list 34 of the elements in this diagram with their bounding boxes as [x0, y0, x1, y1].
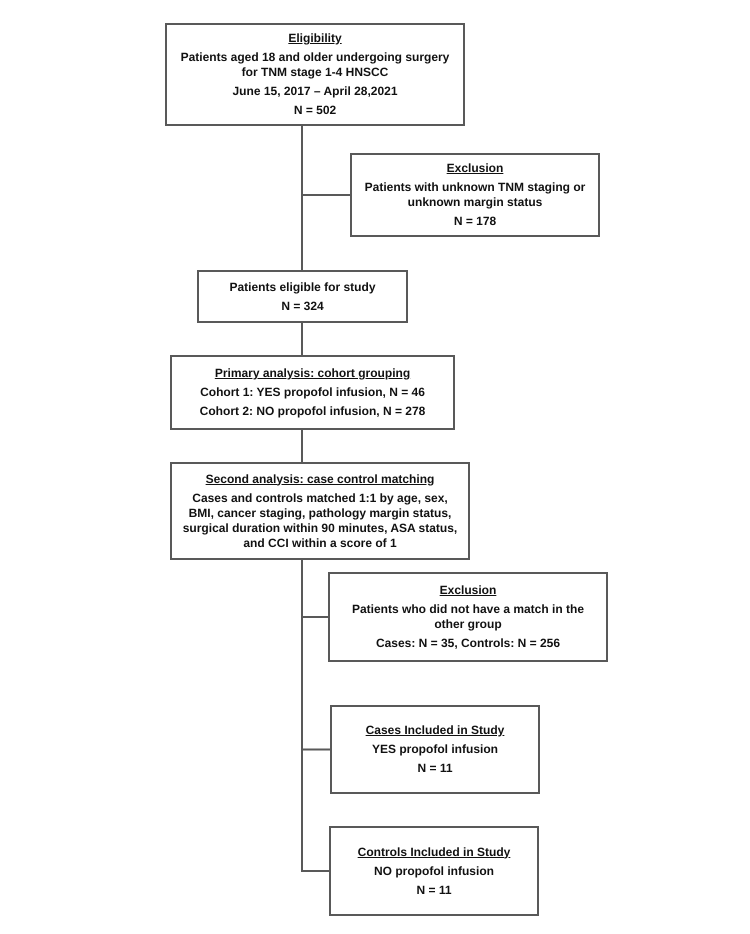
- box-text: Cohort 2: NO propofol infusion, N = 278: [200, 404, 426, 419]
- process-box: [165, 23, 465, 126]
- connector-line: [301, 430, 303, 462]
- box-text: N = 11: [417, 761, 453, 776]
- process-box: [328, 572, 608, 662]
- box-text: Cohort 1: YES propofol infusion, N = 46: [200, 385, 425, 400]
- box-heading: Controls Included in Study: [358, 844, 510, 860]
- process-box: [330, 705, 540, 794]
- box-heading: Cases Included in Study: [366, 723, 504, 738]
- box-text: N = 502: [294, 103, 336, 118]
- process-box: [350, 153, 600, 237]
- connector-line: [301, 560, 329, 872]
- process-box: [170, 355, 455, 430]
- connector-line: [301, 323, 303, 355]
- box-heading: Exclusion: [440, 583, 496, 598]
- box-heading: Primary analysis: cohort grouping: [214, 366, 410, 381]
- box-text: Cases and controls matched 1:1 by age, sex, BMI, cancer staging, pathology margin status, surgical duration within 90 minutes, ASA status, and CCI within a score of 1: [182, 490, 458, 550]
- box-text: Patients with unknown TNM staging or unknown margin status: [364, 180, 586, 210]
- box-text: Patients eligible for study: [229, 280, 376, 294]
- box-text: NO propofol infusion: [374, 864, 494, 878]
- box-text: Patients aged 18 and older undergoing surgery for TNM stage 1-4 HNSCC: [180, 50, 450, 80]
- box-text: Patients who did not have a match in the other group: [350, 602, 586, 632]
- box-text: N = 324: [281, 298, 324, 314]
- process-box: [170, 462, 470, 560]
- box-text: Cases: N = 35, Controls: N = 256: [376, 636, 560, 651]
- process-box: [197, 270, 408, 323]
- process-box: [329, 826, 539, 916]
- box-heading: Second analysis: case control matching: [206, 472, 434, 486]
- box-heading: Exclusion: [446, 161, 504, 176]
- box-text: N = 11: [416, 882, 452, 898]
- box-text: N = 178: [454, 214, 496, 229]
- box-heading: Eligibility: [288, 31, 342, 46]
- box-text: June 15, 2017 – April 28,2021: [232, 84, 398, 99]
- box-text: YES propofol infusion: [372, 742, 498, 757]
